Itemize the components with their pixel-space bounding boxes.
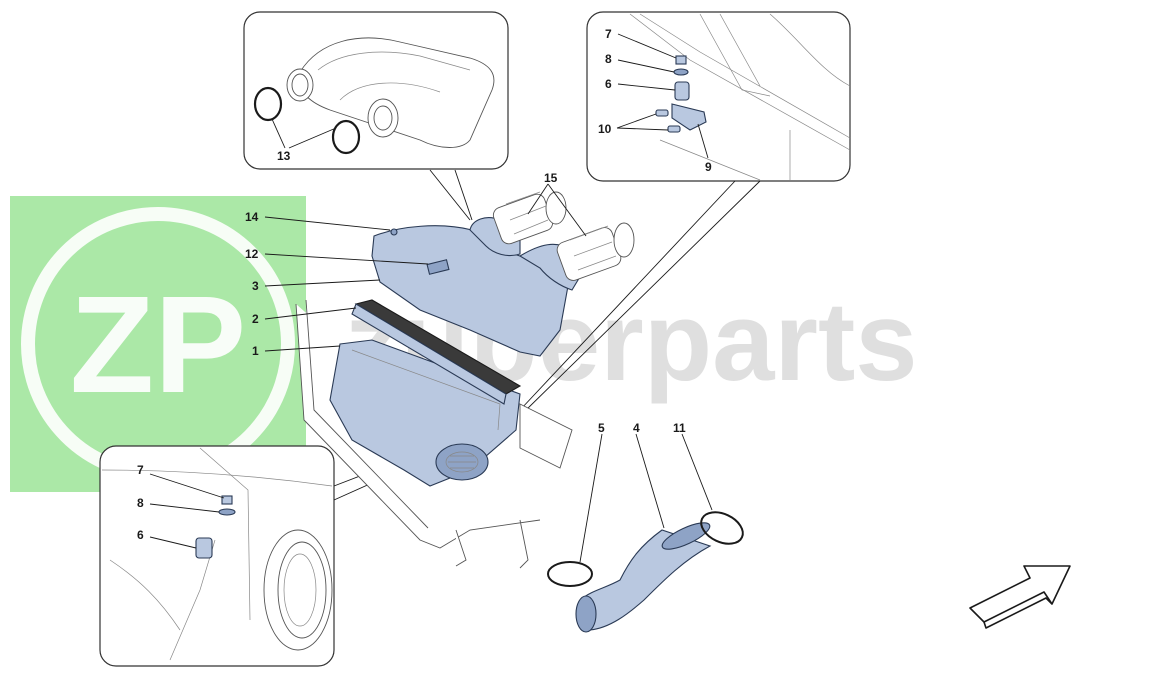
intake-pipe-group: 5 4 11 (547, 421, 744, 633)
air-filter-body (351, 303, 507, 405)
callout-3: 3 (252, 279, 259, 293)
screw (655, 109, 669, 117)
callout-4: 4 (633, 421, 640, 435)
callout-12: 12 (245, 247, 259, 261)
washer (673, 68, 689, 76)
inset-top: 13 (243, 11, 509, 170)
callout-10: 10 (598, 122, 612, 136)
watermark: ZP zuperparts (10, 196, 918, 492)
intake-pipe (579, 529, 712, 631)
callout-14: 14 (245, 210, 259, 224)
inset-right-frame (586, 11, 851, 182)
callout-7: 7 (137, 463, 144, 477)
callout-15: 15 (544, 171, 558, 185)
callout-1: 1 (252, 344, 259, 358)
main-assembly: 14 12 3 2 1 15 (245, 171, 635, 569)
screw (390, 228, 398, 236)
seal-ring (331, 119, 361, 155)
callout-11: 11 (673, 421, 686, 435)
callout-7: 7 (605, 27, 612, 41)
callout-6: 6 (137, 528, 144, 542)
washer (218, 508, 236, 516)
label-plate (426, 259, 450, 275)
rubber-mount (195, 537, 213, 559)
arrow-icon (969, 565, 1071, 629)
seal-ring (253, 86, 283, 122)
callout-2: 2 (252, 312, 259, 326)
callout-9: 9 (705, 160, 712, 174)
callout-5: 5 (598, 421, 605, 435)
hose-clamp (700, 511, 744, 545)
callout-13: 13 (277, 149, 291, 163)
bracket (671, 103, 707, 131)
watermark-logo-background (10, 196, 306, 492)
nut (221, 495, 233, 505)
inset-left: 7 8 6 (99, 445, 335, 667)
callout-6: 6 (605, 77, 612, 91)
throttle-body (492, 191, 567, 245)
nut (675, 55, 687, 65)
callout-8: 8 (137, 496, 144, 510)
callout-8: 8 (605, 52, 612, 66)
rubber-mount (674, 81, 690, 101)
watermark-logo-letters: ZP (70, 268, 246, 422)
throttle-body (556, 222, 635, 281)
hose-clamp (547, 561, 593, 587)
inset-right: 7 8 6 10 9 (586, 11, 851, 182)
screw (667, 125, 681, 133)
